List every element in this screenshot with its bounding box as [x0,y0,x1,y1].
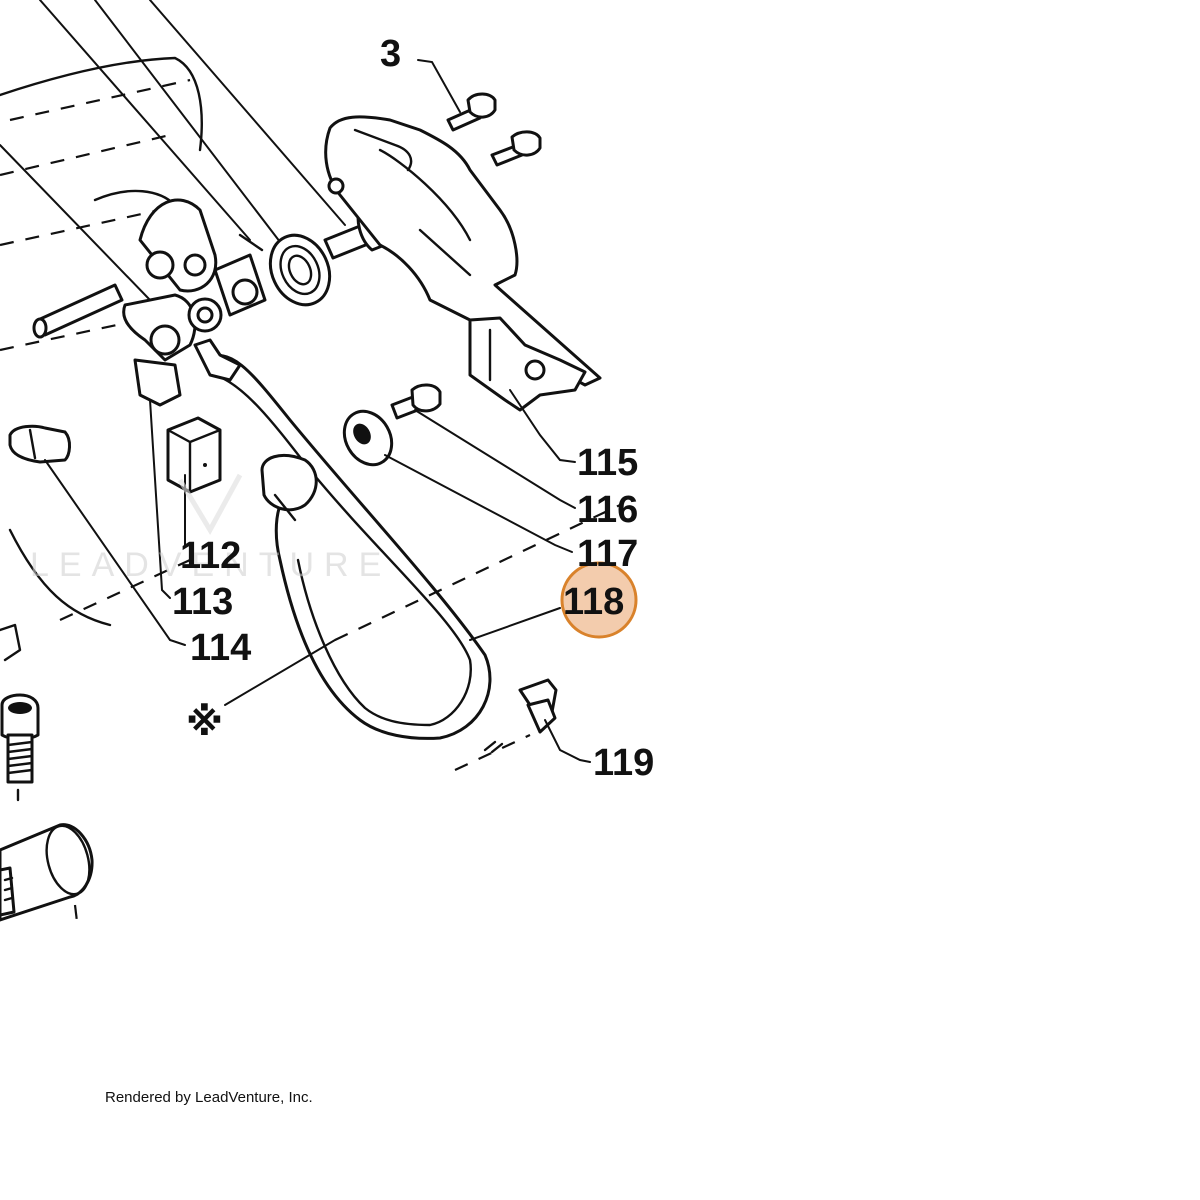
bolt-116 [390,383,442,420]
callout-3[interactable]: 3 [380,33,401,75]
callout-117[interactable]: 117 [577,533,638,575]
watermark-text: LEADVENTURE [30,546,391,584]
cover-shroud [324,115,602,387]
spark-fitting-left [0,623,22,662]
callout-115[interactable]: 115 [577,442,638,484]
callout-119[interactable]: 119 [593,742,654,784]
socket-bolt [0,693,40,802]
lever-clamp [122,293,223,407]
callout-118[interactable]: 118 [563,581,624,623]
spring-coil [238,233,332,307]
belt [193,338,492,740]
highlight-marker-118[interactable] [560,561,638,639]
cover-bracket-lower [468,316,587,412]
pin-shaft [32,283,124,339]
callout-113[interactable]: 113 [172,581,233,623]
lever-bracket [138,198,267,317]
callout-112[interactable]: 112 [180,535,241,577]
callout-116[interactable]: 116 [577,489,638,531]
callout-114[interactable]: 114 [190,627,251,669]
bolt-lower [490,130,542,167]
grommet [518,678,558,734]
clip-part [8,424,71,464]
bolt-upper [446,92,497,132]
callout-asterisk[interactable]: ※ [186,702,223,744]
block-part [166,416,222,494]
watermark: LEADVENTURE [30,473,391,584]
callout-leaders [44,59,621,771]
shaft-bottom [0,823,94,931]
washer [342,409,394,467]
footer-credit: Rendered by LeadVenture, Inc. [105,1089,313,1106]
leader-lines-top [0,0,346,301]
